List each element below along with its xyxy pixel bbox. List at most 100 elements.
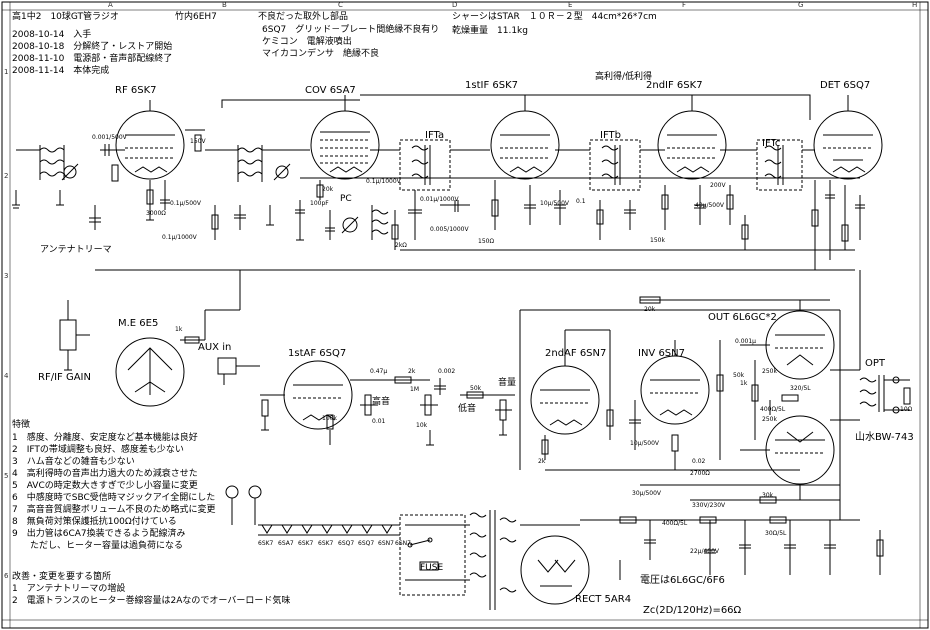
- component-value: 320/5L: [790, 385, 811, 392]
- component-value: 200V: [710, 182, 726, 189]
- stage-af2-label: 2ndAF 6SN7: [545, 348, 607, 359]
- grid-label-4: 4: [4, 372, 9, 380]
- component-value: 10k: [416, 422, 428, 429]
- component-value: 20k: [644, 306, 656, 313]
- component-value: 10μ/500V: [540, 200, 570, 207]
- feature-item: 1 感度、分離度、安定度など基本機能は良好: [12, 433, 198, 443]
- improvements-title: 改善・変更を要する箇所: [12, 572, 112, 582]
- gain-selector-label: 高利得/低利得: [595, 72, 653, 82]
- antenna-coil: [12, 145, 65, 209]
- ift-c-label: IFTc: [762, 138, 781, 149]
- component-value: 2k: [538, 458, 546, 465]
- component-value: 1M: [410, 386, 419, 393]
- component-value: 250k: [762, 416, 777, 423]
- tube-rf: [115, 100, 185, 180]
- grid-label-3: 3: [4, 272, 9, 280]
- component-value: 10Ω: [900, 406, 913, 413]
- grid-label-2: 2: [4, 172, 9, 180]
- heater-label: 6SA7: [278, 540, 294, 547]
- features-list: 1 感度、分離度、安定度など基本機能は良好 2 IFTの帯域調整も良好、感度差も…: [12, 433, 215, 553]
- improvement-item: 2 電源トランスのヒーター巻線容量は2Aなのでオーバーロード気味: [12, 596, 291, 606]
- feature-item: 3 ハム音などの雑音も少ない: [12, 457, 135, 467]
- stage-inv-label: INV 6SN7: [638, 348, 686, 359]
- power-transformer: [469, 510, 517, 610]
- stage-cov-label: COV 6SA7: [305, 85, 356, 96]
- heater-label: 6SQ7: [338, 540, 355, 547]
- component-value: 0.1μ/500V: [170, 200, 201, 207]
- component-value: 1k: [175, 326, 183, 333]
- component-value: 50k: [470, 385, 482, 392]
- improvement-item: 1 アンテナトリーマの増設: [12, 584, 126, 594]
- features-title: 特徴: [12, 420, 31, 430]
- component-value: 400Ω/5L: [760, 406, 786, 413]
- component-value: 250k: [762, 368, 777, 375]
- grid-label-e: E: [568, 1, 573, 9]
- plate-voltage-note: 電圧は6L6GC/6F6: [640, 575, 725, 586]
- component-value: 0.01μ/1000V: [420, 196, 459, 203]
- heater-string: [258, 524, 400, 536]
- ift-b: [589, 139, 641, 191]
- component-value: 1k: [740, 380, 748, 387]
- weight-note: 乾燥重量 11.1kg: [452, 26, 528, 36]
- bad-part-item: ケミコン 電解液噴出: [262, 37, 352, 47]
- component-value: 0.001μ: [735, 338, 756, 345]
- ift-a: [399, 139, 451, 191]
- chassis-note: シャーシはSTAR １０Ｒ－２型 44cm*26*7cm: [452, 12, 657, 22]
- stage-if1-label: 1stIF 6SK7: [465, 80, 519, 91]
- rf-if-gain-pot: [59, 300, 90, 371]
- component-value: 100k: [322, 415, 337, 422]
- component-value: 20k: [322, 186, 334, 193]
- feature-item: 2 IFTの帯域調整も良好、感度差も少ない: [12, 445, 184, 455]
- treble-label: 高音: [372, 397, 391, 407]
- component-value: 22μ/400V: [690, 548, 720, 555]
- component-value: 0.1μ/1000V: [366, 178, 401, 185]
- heater-label: 6SQ7: [358, 540, 375, 547]
- component-value: 0.001/500V: [92, 134, 127, 141]
- opt-model-label: 山水BW-743: [855, 432, 914, 443]
- tube-rect: [520, 535, 590, 605]
- bad-part-item: マイカコンデンサ 絶縁不良: [262, 49, 380, 59]
- tube-out-b: [765, 415, 835, 500]
- bad-parts-title: 不良だった取外し部品: [258, 12, 349, 22]
- aux-in-label: AUX in: [198, 342, 232, 353]
- ripple-note: Zc(2D/120Hz)=66Ω: [643, 605, 742, 616]
- component-value: 40μ/500V: [695, 202, 725, 209]
- stage-af1-label: 1stAF 6SQ7: [288, 348, 347, 359]
- history-item: 2008-11-10 電源部・音声部配線終了: [12, 54, 173, 64]
- component-value: 30μ/500V: [632, 490, 662, 497]
- pc-label: PC: [340, 194, 352, 204]
- component-value: 30Ω/5L: [765, 530, 787, 537]
- stage-det-label: DET 6SQ7: [820, 80, 871, 91]
- bass-label: 低音: [458, 404, 477, 414]
- grid-label-d: D: [452, 1, 458, 9]
- tube-af2: [530, 365, 600, 435]
- feature-item: ただし、ヒーター容量は過負荷になる: [12, 541, 184, 551]
- feature-item: 5 AVCの時定数大きすぎで少し小容量に変更: [12, 481, 198, 491]
- component-value: 100pF: [310, 200, 329, 207]
- ift-c: [756, 139, 803, 191]
- ift-b-label: IFTb: [600, 130, 621, 141]
- grid-label-6: 6: [4, 572, 9, 580]
- heater-label: 6SN7: [395, 540, 411, 547]
- component-value: 150Ω: [478, 238, 495, 245]
- tube-me: [115, 337, 185, 407]
- tube-if2: [657, 95, 727, 180]
- component-value: 2k: [408, 368, 416, 375]
- grid-label-c: C: [338, 1, 343, 9]
- stage-if2-label: 2ndIF 6SK7: [646, 80, 703, 91]
- rf-if-gain-label: RF/IF GAIN: [38, 372, 91, 383]
- feature-item: 6 中感度時でSBC受信時マジックアイ全開にした: [12, 493, 216, 503]
- tube-if1: [490, 95, 560, 180]
- heater-label: 6SK7: [298, 540, 314, 547]
- component-value: 400Ω/5L: [662, 520, 688, 527]
- opt-label: OPT: [865, 358, 886, 369]
- feature-item: 8 無負荷対策保護抵抗100Ω付けている: [12, 517, 177, 527]
- tube-af1: [283, 360, 353, 430]
- history-item: 2008-10-18 分解終了・レストア開始: [12, 42, 173, 52]
- grid-label-a: A: [108, 1, 113, 9]
- heater-label: 6SN7: [378, 540, 394, 547]
- heater-label: 6SK7: [318, 540, 334, 547]
- stage-out-label: OUT 6L6GC*2: [708, 312, 777, 323]
- stage-rect-label: RECT 5AR4: [575, 594, 632, 605]
